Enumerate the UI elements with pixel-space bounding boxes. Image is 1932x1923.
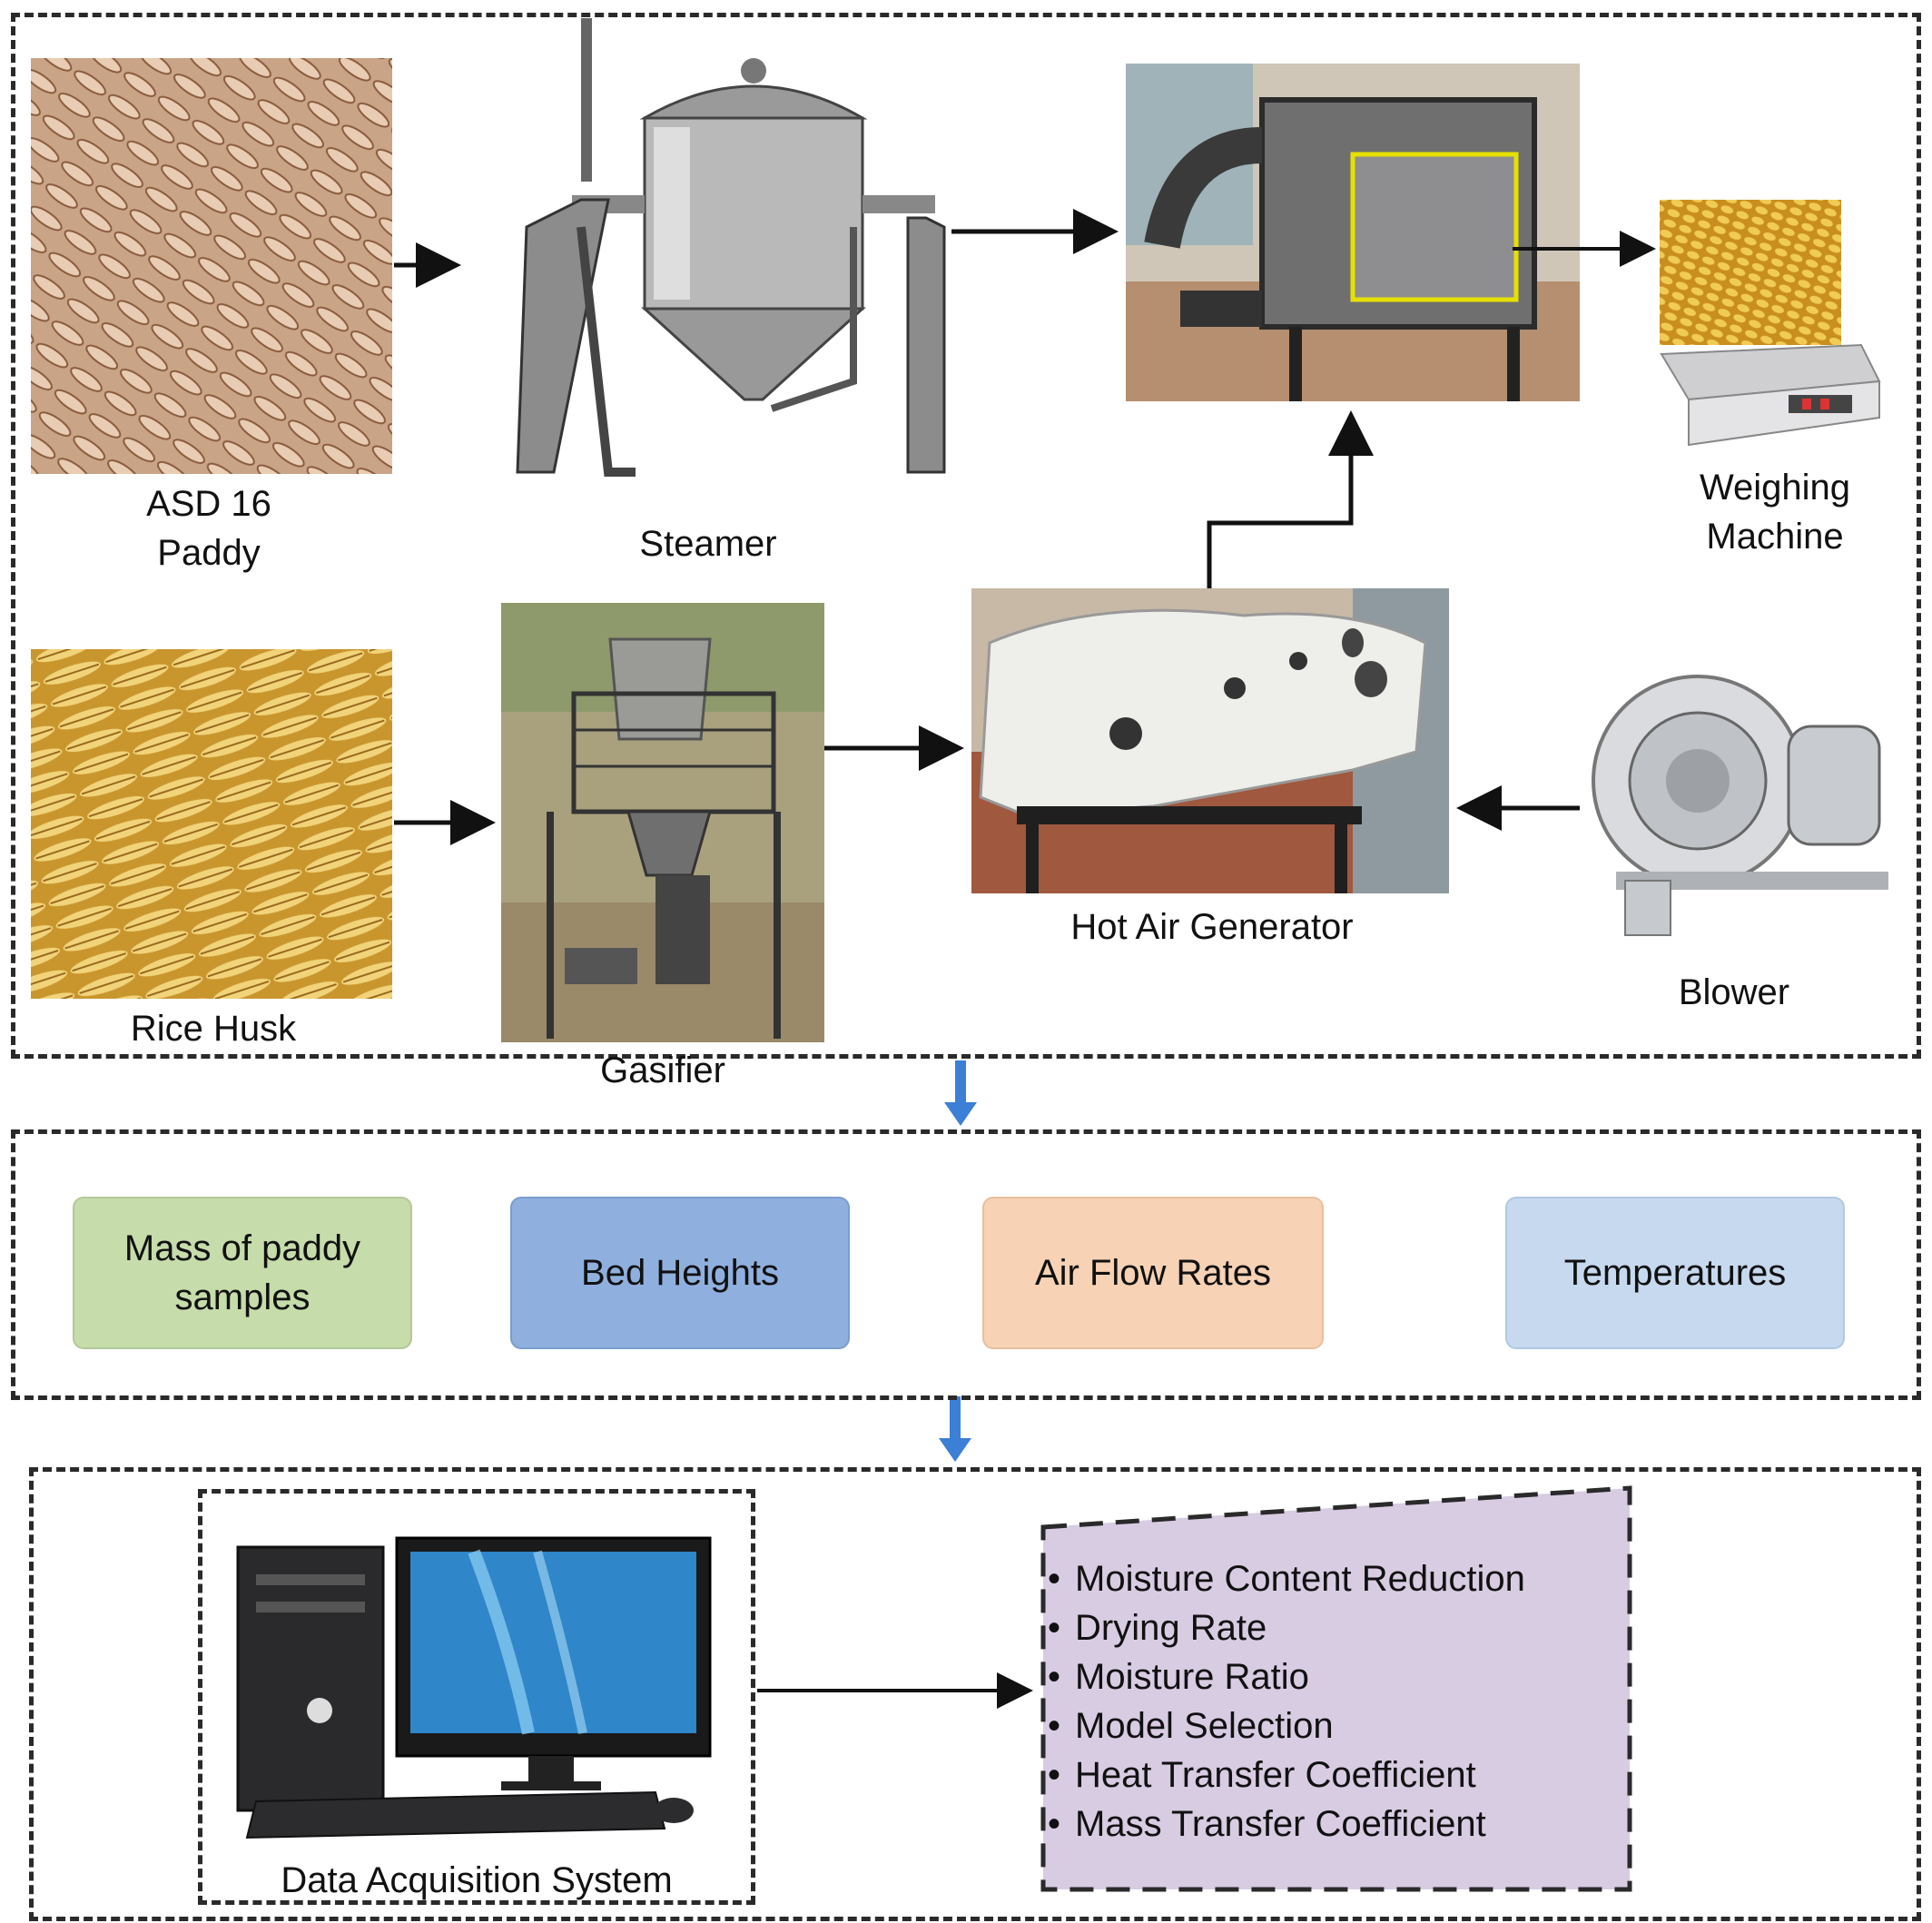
param-bed-heights-label: Bed Heights — [581, 1253, 779, 1293]
outputs-list: Moisture Content Reduction Drying Rate M… — [1042, 1554, 1623, 1849]
output-item: Model Selection — [1042, 1701, 1623, 1750]
blower-image — [1592, 675, 1888, 936]
param-mass-of-paddy: Mass of paddy samples — [73, 1197, 412, 1349]
param-bed-heights: Bed Heights — [510, 1197, 850, 1349]
rice-husk-image — [31, 649, 392, 999]
output-item: Mass Transfer Coefficient — [1042, 1800, 1623, 1849]
weighing-machine-label: Weighing Machine — [1699, 468, 1851, 557]
param-temperatures: Temperatures — [1505, 1197, 1845, 1349]
hot-air-generator-label: Hot Air Generator — [1070, 907, 1354, 947]
hot-air-generator-image — [971, 588, 1449, 893]
param-air-flow-rates-label: Air Flow Rates — [1034, 1253, 1272, 1293]
blower-label: Blower — [1678, 972, 1790, 1012]
output-item: Heat Transfer Coefficient — [1042, 1750, 1623, 1800]
steamer-label: Steamer — [639, 524, 777, 564]
down-arrow-1 — [944, 1060, 977, 1126]
gasifier-image — [501, 603, 824, 1042]
param-mass-of-paddy-label: Mass of paddy samples — [123, 1228, 361, 1317]
gasifier-label: Gasifier — [600, 1050, 725, 1090]
paddy-image — [31, 58, 392, 474]
stage3-frame — [29, 1467, 1921, 1921]
daq-label: Data Acquisition System — [281, 1860, 673, 1900]
daq-frame — [198, 1489, 755, 1905]
steamer-image — [516, 18, 946, 477]
paddy-label: ASD 16 Paddy — [146, 484, 271, 573]
rice-husk-label: Rice Husk — [130, 1009, 297, 1049]
down-arrow-2 — [939, 1396, 971, 1462]
weighing-machine-image — [1660, 200, 1881, 447]
param-temperatures-label: Temperatures — [1563, 1253, 1787, 1293]
stage1-frame — [11, 13, 1921, 1059]
output-item: Drying Rate — [1042, 1603, 1623, 1652]
arrow-hag-dryer — [1207, 410, 1374, 588]
computer-image — [236, 1536, 712, 1839]
output-item: Moisture Ratio — [1042, 1652, 1623, 1701]
dryer-image — [1126, 64, 1580, 401]
stage2-frame — [11, 1129, 1921, 1400]
stage1-arrows — [394, 209, 1656, 845]
param-air-flow-rates: Air Flow Rates — [982, 1197, 1324, 1349]
outputs-box: Moisture Content Reduction Drying Rate M… — [1042, 1554, 1623, 1881]
output-item: Moisture Content Reduction — [1042, 1554, 1623, 1603]
